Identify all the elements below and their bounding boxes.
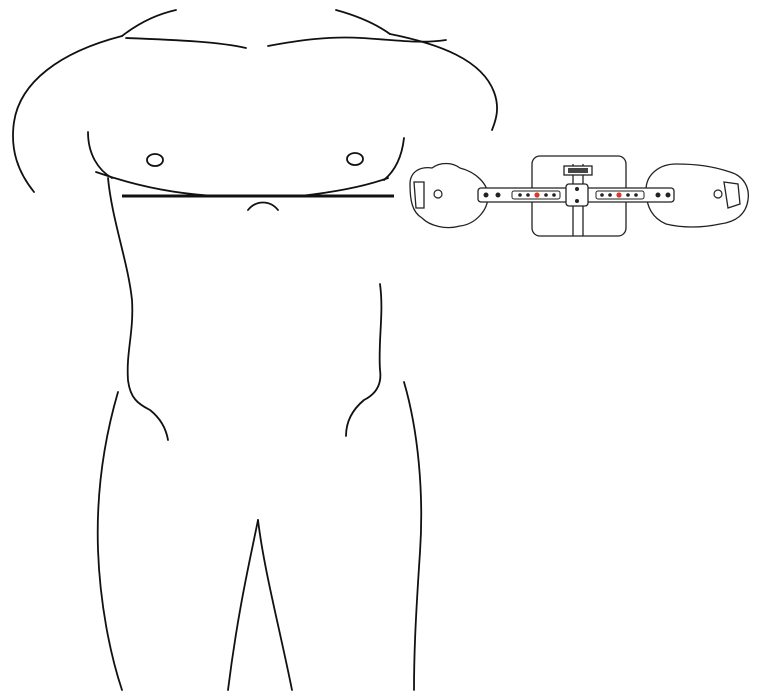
device-left-indicator: [534, 192, 539, 197]
right-clavicle: [268, 37, 446, 46]
device-left-rivet-a: [484, 193, 489, 198]
left-flank-outline: [108, 178, 168, 440]
left-shoulder-outline: [13, 36, 122, 192]
device-right-rivet-b: [666, 193, 671, 198]
device-hub-pin-top: [575, 187, 579, 191]
device-left-rivet-b: [496, 193, 501, 198]
device-left-pad: [410, 164, 488, 228]
right-flank-outline: [346, 284, 381, 436]
right-outer-leg: [404, 382, 421, 690]
right-shoulder-outline: [390, 34, 497, 130]
chest-left-curve: [96, 172, 218, 196]
device-right-ratchet-dot-a: [600, 193, 604, 197]
left-inner-leg: [228, 520, 258, 690]
device-hub-pin-bottom: [575, 199, 579, 203]
device-right-rivet-a: [656, 193, 661, 198]
device-right-ratchet-dot-c: [626, 193, 630, 197]
left-inner-arm: [88, 132, 112, 178]
device-left-ratchet-dot-a: [518, 193, 522, 197]
right-inner-leg: [258, 520, 292, 690]
left-clavicle: [126, 38, 246, 48]
device-left-ratchet-dot-b: [526, 193, 530, 197]
left-nipple: [147, 154, 163, 166]
neck-right-line: [336, 10, 390, 34]
device-left-ratchet-dot-d: [552, 193, 556, 197]
device-left-ratchet-dot-c: [544, 193, 548, 197]
right-nipple: [347, 153, 363, 165]
xiphoid-mark: [248, 203, 278, 211]
device-right-ratchet-dot-b: [608, 193, 612, 197]
chest-right-curve: [300, 178, 388, 196]
device-right-indicator: [616, 192, 621, 197]
chest-device: [410, 156, 748, 236]
device-right-ratchet-dot-d: [634, 193, 638, 197]
left-outer-leg: [98, 392, 122, 690]
right-inner-arm: [384, 138, 404, 180]
device-label-text-mark: [568, 168, 588, 173]
neck-left-line: [122, 10, 176, 36]
